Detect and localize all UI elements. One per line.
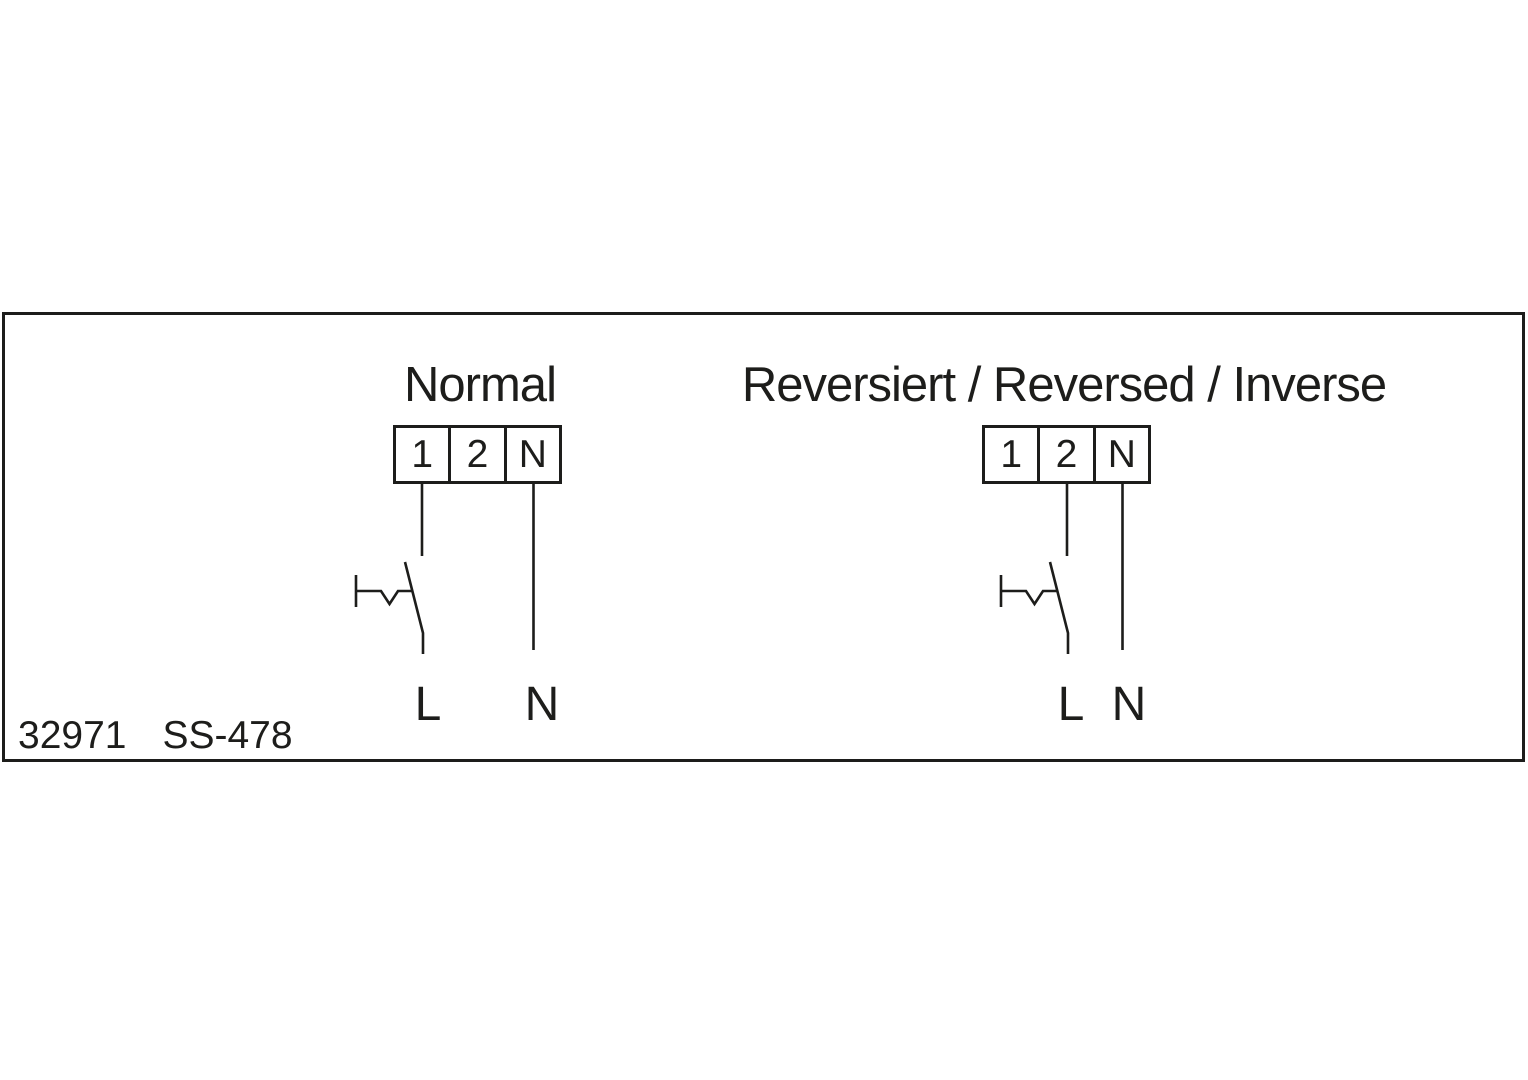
doc-number: 32971 — [18, 714, 127, 757]
neutral-label-reversed: N — [1111, 678, 1147, 731]
terminal-cell-2: 2 — [451, 428, 507, 481]
terminal-cell-1: 1 — [396, 428, 452, 481]
diagram-frame — [2, 312, 1525, 762]
terminal-cell-1: 1 — [985, 428, 1041, 481]
terminal-block-reversed: 1 2 N — [982, 425, 1151, 484]
neutral-label-normal: N — [524, 678, 560, 731]
terminal-cell-n: N — [518, 433, 547, 476]
terminal-cell-2: 2 — [1040, 428, 1096, 481]
diagram-title-normal: Normal — [404, 358, 557, 412]
diagram-title-reversed: Reversiert / Reversed / Inverse — [741, 358, 1387, 412]
footer-codes: 32971 SS-478 — [18, 716, 293, 756]
terminal-cell-n: N — [1107, 433, 1136, 476]
terminal-block-normal: 1 2 N — [393, 425, 562, 484]
sheet-code: SS-478 — [162, 714, 293, 757]
line-label-normal: L — [414, 678, 442, 731]
line-label-reversed: L — [1057, 678, 1085, 731]
